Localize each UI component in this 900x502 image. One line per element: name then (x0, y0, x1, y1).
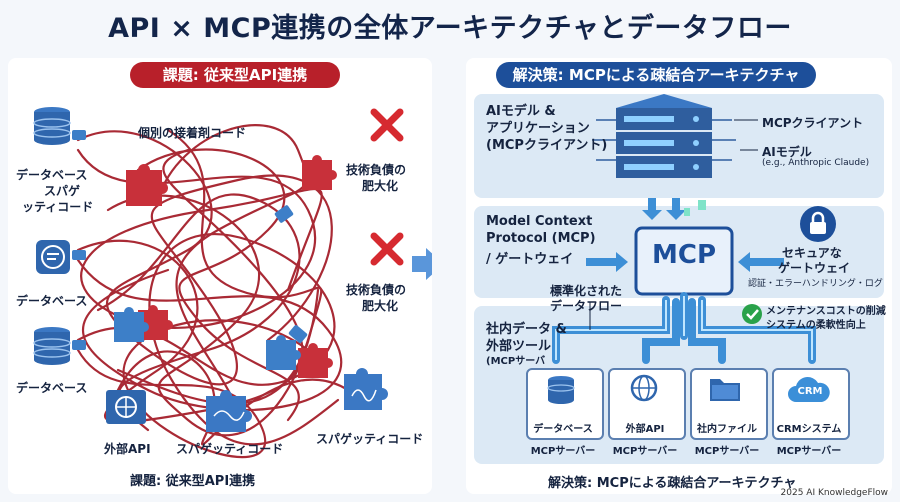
folder-icon (710, 379, 740, 401)
database-icon (33, 107, 71, 145)
label-tech-debt-2b: 肥大化 (362, 299, 399, 313)
data-zone-title-3: (MCPサーバ (486, 356, 546, 367)
server-name-database: データベース (533, 424, 593, 435)
transition-arrow-icon (412, 248, 432, 280)
label-spaghetti-3: スパゲッティコード (316, 432, 424, 446)
database-icon (33, 327, 71, 365)
standard-flow-1: 標準化された (550, 284, 623, 298)
label-glue-code: 個別の接着剤コード (138, 126, 247, 140)
label-tech-debt-2a: 技術負債の (346, 283, 407, 297)
server-role-files: MCPサーバー (694, 446, 760, 457)
puzzle-code-icon (206, 390, 252, 432)
chat-bubble-icon (36, 240, 70, 274)
server-card-icons (547, 374, 830, 404)
cloud-icon (788, 377, 830, 402)
server-role-database: MCPサーバー (530, 446, 596, 457)
lock-icon (800, 206, 836, 242)
standard-flow-2: データフロー (550, 299, 623, 313)
data-zone-title-1: 社内データ & (486, 322, 567, 337)
problem-footer: 課題: 従来型API連携 (130, 474, 256, 489)
ai-model-sub: (e.g., Anthropic Claude) (762, 158, 870, 168)
label-spaghetti-1b: ッティコード (22, 200, 94, 214)
data-zone-title-2: 外部ツール (486, 339, 552, 354)
pipe-highlights (555, 296, 813, 360)
protocol-title-2: Protocol (MCP) (486, 231, 596, 246)
puzzle-piece-icon (114, 307, 301, 370)
label-tech-debt-1b: 肥大化 (362, 179, 399, 193)
database-icon (547, 376, 575, 404)
server-name-crm: CRMシステム (776, 424, 842, 435)
connector-icon (72, 130, 308, 350)
secure-gateway-1: セキュアな (782, 246, 842, 260)
server-circuit-lines (592, 119, 736, 161)
data-packet-icon (698, 200, 706, 210)
crm-badge: CRM (797, 386, 823, 397)
puzzle-code-icon (344, 368, 388, 410)
ai-zone-title-3: (MCPクライアント) (486, 138, 608, 153)
server-role-external-api: MCPサーバー (612, 446, 678, 457)
mcp-client-label: MCPクライアント (762, 116, 864, 130)
page-title: API × MCP連携の全体アーキテクチャとデータフロー (108, 13, 792, 44)
ai-zone-title-1: AIモデル & (486, 104, 556, 119)
puzzle-piece-icon (126, 155, 337, 378)
spaghetti-diagram (33, 107, 432, 459)
label-database-3: データベース (16, 381, 88, 395)
ai-zone-title-2: アプリケーション (486, 121, 590, 136)
server-stack-icon (616, 94, 712, 178)
label-external-api: 外部API (104, 442, 151, 456)
protocol-title-1: Model Context (486, 214, 593, 229)
server-name-files: 社内ファイル (697, 424, 757, 435)
secure-gateway-2: ゲートウェイ (778, 261, 851, 275)
label-spaghetti-1a: スパゲ (44, 184, 81, 198)
copyright: 2025 AI KnowledgeFlow (780, 488, 888, 498)
secure-gateway-sub: 認証・エラーハンドリング・ログ (748, 279, 883, 289)
inbound-arrow-icon (586, 252, 628, 272)
data-packet-icon (684, 208, 690, 216)
check-circle-icon (742, 304, 762, 324)
protocol-title-3: / ゲートウェイ (486, 252, 574, 267)
solution-footer: 解決策: MCPによる疎結合アーキテクチャ (548, 476, 797, 491)
ai-model-label: AIモデル (762, 145, 812, 159)
mcp-box-label: MCP (651, 240, 716, 270)
server-name-external-api: 外部API (625, 424, 665, 435)
solution-header: 解決策: MCPによる疎結合アーキテクチャ (496, 62, 816, 88)
maintenance-1: メンテナンスコストの削減 (766, 306, 886, 317)
inbound-arrow-icon (738, 252, 784, 272)
label-spaghetti-2: スパゲッティコード (176, 442, 284, 456)
problem-header: 課題: 従来型API連携 (130, 62, 340, 88)
downward-arrow-icon (642, 198, 686, 220)
red-x-icon (370, 108, 404, 266)
external-api-icon (106, 390, 146, 424)
globe-icon (630, 374, 658, 402)
maintenance-2: システムの柔軟性向上 (766, 320, 866, 331)
label-tech-debt-1a: 技術負債の (346, 163, 407, 177)
server-card-files (690, 368, 768, 440)
label-database-1: データベース (16, 168, 88, 182)
label-database-2: データベース (16, 294, 88, 308)
server-role-crm: MCPサーバー (776, 446, 842, 457)
